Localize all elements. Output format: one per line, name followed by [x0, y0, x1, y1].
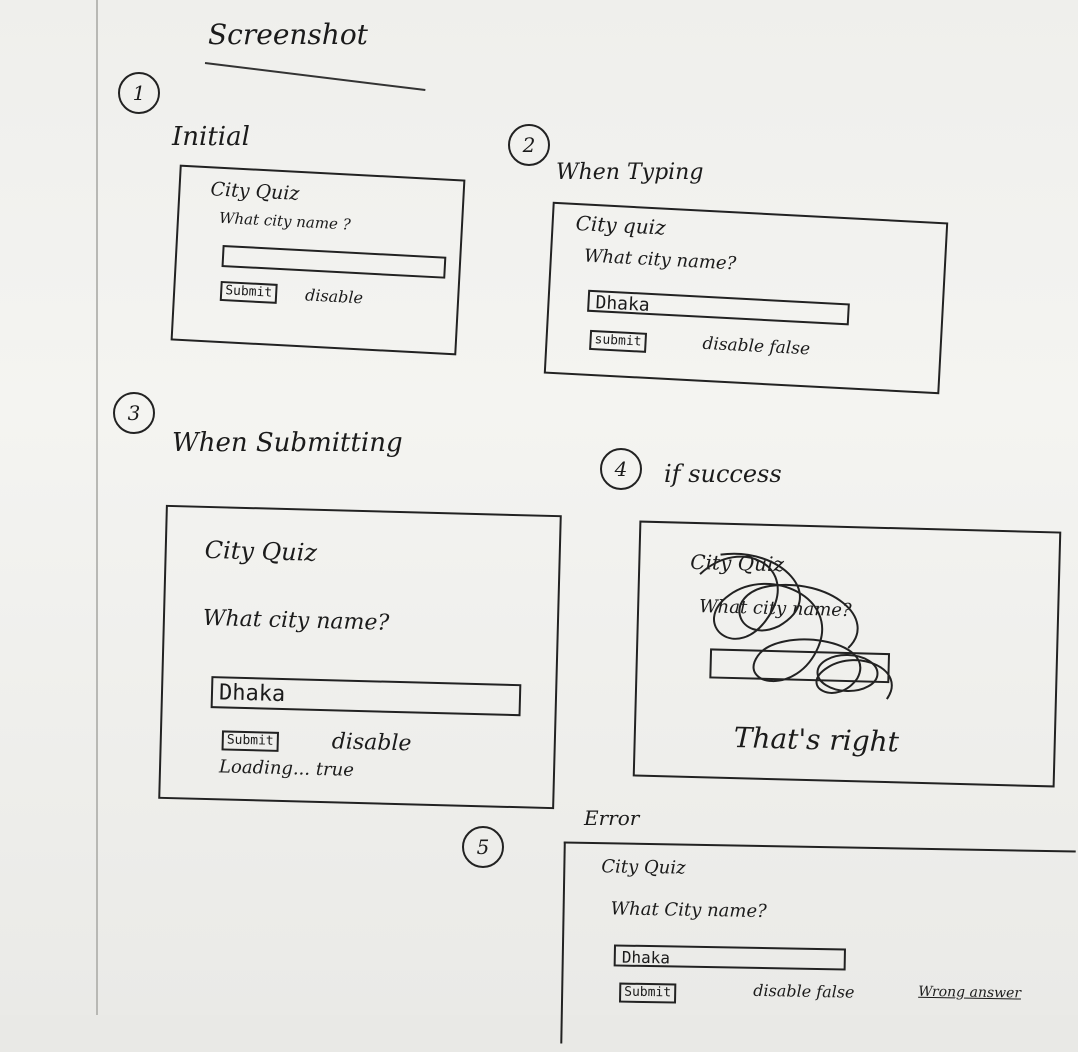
step-number-1: 1 [118, 72, 160, 114]
app-title: City Quiz [204, 535, 318, 567]
wireframe-submitting: City Quiz What city name? Dhaka Submit d… [158, 504, 562, 810]
question-text: What city name? [583, 245, 737, 275]
step-heading-success: if success [664, 460, 782, 488]
question-text: What city name? [202, 605, 390, 636]
status-note: disable [331, 729, 412, 757]
wireframe-initial: City Quiz What city name ? Submit disabl… [170, 164, 466, 356]
wireframe-error: City Quiz What City name? Dhaka Submit d… [560, 841, 1076, 1052]
notebook-margin-line [96, 0, 98, 1015]
submit-button[interactable]: Submit [221, 730, 279, 752]
wireframe-success: City Quiz What city name? That's right [632, 520, 1062, 788]
scribble-crossout [699, 552, 893, 700]
wireframe-typing: City quiz What city name? Dhaka submit d… [543, 201, 949, 395]
city-input[interactable]: Dhaka [210, 676, 522, 717]
step-number-3: 3 [113, 392, 155, 434]
app-title: City Quiz [601, 856, 686, 879]
step-heading-initial: Initial [172, 122, 250, 152]
submit-button[interactable]: submit [589, 329, 648, 353]
city-input[interactable] [221, 244, 447, 279]
notebook-page [0, 0, 1078, 1015]
submit-button[interactable]: Submit [619, 982, 677, 1004]
question-text: What City name? [610, 898, 767, 923]
app-title: City Quiz [209, 178, 300, 205]
app-title: City quiz [575, 211, 667, 240]
step-number-5: 5 [462, 826, 504, 868]
step-heading-submitting: When Submitting [172, 428, 403, 458]
error-note: Wrong answer [918, 983, 1022, 1002]
result-message: That's right [733, 721, 900, 759]
city-input[interactable]: Dhaka [587, 289, 850, 326]
status-note: disable [304, 285, 364, 308]
question-text: What city name ? [218, 208, 352, 234]
city-input[interactable]: Dhaka [613, 944, 846, 971]
status-note: disable false [753, 980, 855, 1002]
step-heading-typing: When Typing [556, 160, 704, 185]
step-heading-error: Error [584, 806, 640, 830]
step-number-4: 4 [600, 448, 642, 490]
step-number-2: 2 [508, 124, 550, 166]
submit-button[interactable]: Submit [219, 280, 278, 304]
status-note: disable false [702, 333, 811, 360]
page-title: Screenshot [208, 18, 368, 51]
loading-note: Loading... true [218, 756, 355, 781]
